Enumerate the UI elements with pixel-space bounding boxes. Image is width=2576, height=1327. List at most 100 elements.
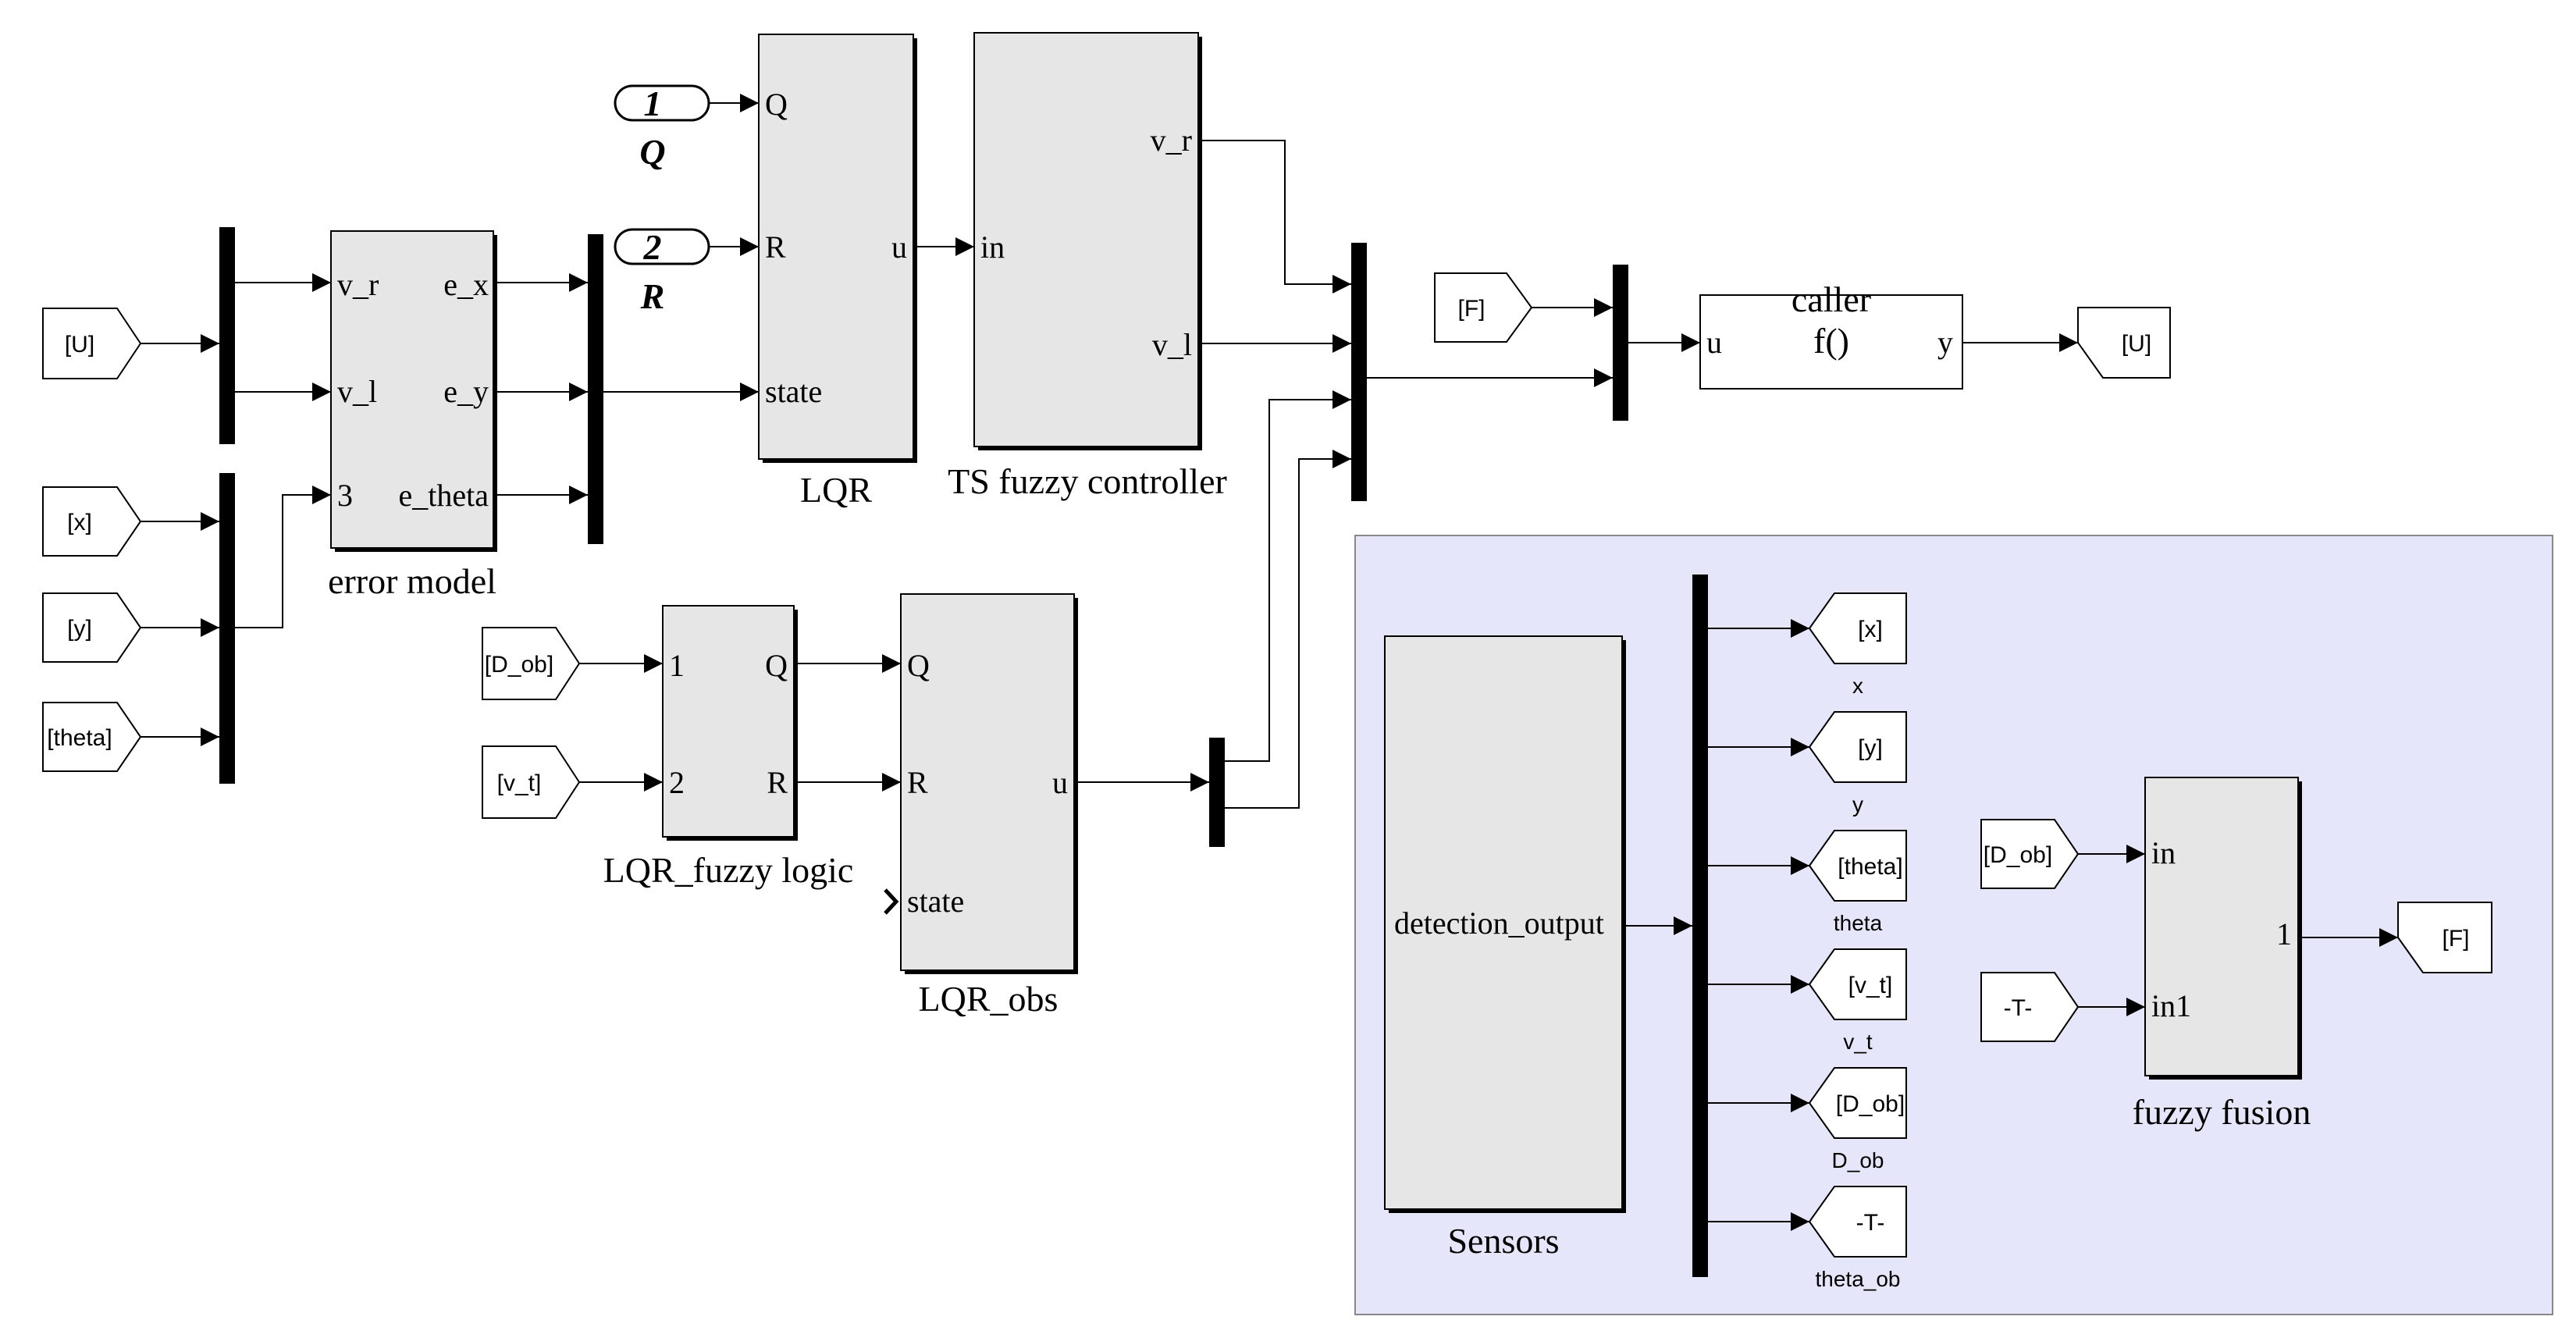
mux-caller-input[interactable] xyxy=(1613,265,1628,421)
error-model-out-ey: e_y xyxy=(443,374,489,409)
fuzzy-fusion-label: fuzzy fusion xyxy=(2133,1092,2311,1132)
goto-caption-theta-ob: theta_ob xyxy=(1816,1267,1901,1291)
fuzzy-fusion-out: 1 xyxy=(2276,916,2292,952)
svg-text:[v_t]: [v_t] xyxy=(497,770,542,796)
mux-x-y-theta[interactable] xyxy=(219,473,235,784)
lqr-in-state: state xyxy=(765,374,822,409)
svg-text:[D_ob]: [D_ob] xyxy=(485,652,553,678)
lqr-obs-in-r: R xyxy=(907,765,928,800)
svg-text:2: 2 xyxy=(643,227,662,267)
goto-caption-theta: theta xyxy=(1834,911,1883,935)
sensors-out-detection: detection_output xyxy=(1394,905,1604,941)
from-tag-f[interactable]: [F] xyxy=(1434,272,1533,343)
ts-fuzzy-out-vl: v_l xyxy=(1152,327,1192,362)
signal-lines xyxy=(141,94,2398,1231)
svg-text:1: 1 xyxy=(644,84,662,123)
svg-text:[theta]: [theta] xyxy=(47,725,112,751)
lqr-block[interactable]: Q R state u xyxy=(758,34,917,463)
goto-caption-x: x xyxy=(1852,674,1863,698)
lqr-fuzzy-in-2: 2 xyxy=(669,765,685,800)
error-model-out-ex: e_x xyxy=(443,267,489,302)
error-model-in-vl: v_l xyxy=(337,374,377,409)
svg-text:[x]: [x] xyxy=(67,510,92,535)
from-tag-y[interactable]: [y] xyxy=(42,592,142,663)
error-model-block[interactable]: v_r v_l 3 e_x e_y e_theta xyxy=(330,230,497,552)
mux-controls[interactable] xyxy=(1351,243,1367,501)
from-tag-x[interactable]: [x] xyxy=(42,486,142,557)
lqr-obs-state-unconnected-icon xyxy=(884,888,899,915)
fuzzy-fusion-block[interactable]: in in1 1 xyxy=(2144,777,2302,1080)
goto-caption-d-ob: D_ob xyxy=(1832,1148,1884,1172)
goto-tag-f[interactable]: [F] xyxy=(2397,902,2492,973)
svg-text:[U]: [U] xyxy=(2122,331,2151,357)
caller-in-u: u xyxy=(1706,325,1722,360)
goto-tag-u[interactable]: [U] xyxy=(2077,307,2171,379)
lqr-fuzzy-logic-block[interactable]: 1 2 Q R xyxy=(662,605,798,841)
from-tag-t[interactable]: -T- xyxy=(1980,972,2080,1042)
mux-vr-vl[interactable] xyxy=(219,227,235,444)
lqr-out-u: u xyxy=(891,229,907,265)
from-tag-u[interactable]: [U] xyxy=(42,308,142,379)
fuzzy-fusion-in1: in1 xyxy=(2151,988,2191,1023)
svg-text:[y]: [y] xyxy=(1858,735,1883,761)
from-tag-v-t[interactable]: [v_t] xyxy=(482,745,581,819)
lqr-fuzzy-logic-label: LQR_fuzzy logic xyxy=(603,850,854,890)
mux-errors[interactable] xyxy=(588,234,603,544)
svg-text:[y]: [y] xyxy=(67,616,92,642)
svg-text:[x]: [x] xyxy=(1858,617,1883,642)
caller-out-y: y xyxy=(1937,325,1953,360)
svg-text:[F]: [F] xyxy=(1458,296,1485,322)
lqr-label: LQR xyxy=(800,470,872,510)
svg-text:[theta]: [theta] xyxy=(1838,854,1902,880)
goto-tag-x[interactable]: [x] xyxy=(1808,592,1907,664)
constant-r[interactable]: 2 xyxy=(614,227,710,267)
sensors-label: Sensors xyxy=(1447,1221,1559,1261)
lqr-fuzzy-out-q: Q xyxy=(765,648,788,683)
svg-text:[D_ob]: [D_ob] xyxy=(1984,842,2052,868)
caller-title: caller xyxy=(1791,279,1871,319)
constant-q[interactable]: 1 xyxy=(614,84,710,123)
goto-tag-theta[interactable]: [theta] xyxy=(1808,830,1907,902)
sensors-block[interactable]: detection_output xyxy=(1384,635,1626,1213)
svg-text:-T-: -T- xyxy=(2004,995,2033,1021)
lqr-fuzzy-out-r: R xyxy=(767,765,788,800)
svg-text:[U]: [U] xyxy=(65,332,94,358)
constant-r-name: R xyxy=(640,276,665,316)
ts-fuzzy-controller-block[interactable]: in v_r v_l xyxy=(973,32,1202,450)
svg-text:-T-: -T- xyxy=(1856,1210,1885,1236)
from-tag-d-ob-fusion[interactable]: [D_ob] xyxy=(1980,819,2080,889)
error-model-in-3: 3 xyxy=(337,478,353,513)
goto-tag-t[interactable]: -T- xyxy=(1808,1186,1907,1258)
error-model-in-vr: v_r xyxy=(337,267,379,302)
goto-caption-y: y xyxy=(1852,792,1863,816)
from-tag-theta[interactable]: [theta] xyxy=(42,702,142,772)
fuzzy-fusion-in: in xyxy=(2151,835,2176,870)
svg-text:[F]: [F] xyxy=(2443,926,2470,952)
svg-text:[v_t]: [v_t] xyxy=(1848,973,1893,998)
goto-caption-v-t: v_t xyxy=(1843,1030,1873,1054)
svg-text:[D_ob]: [D_ob] xyxy=(1836,1091,1905,1117)
lqr-obs-in-state: state xyxy=(907,884,964,919)
goto-tag-d-ob[interactable]: [D_ob] xyxy=(1808,1067,1907,1139)
lqr-obs-label: LQR_obs xyxy=(919,979,1059,1019)
lqr-obs-in-q: Q xyxy=(907,648,930,683)
goto-tag-y[interactable]: [y] xyxy=(1808,711,1907,783)
goto-tag-v-t[interactable]: [v_t] xyxy=(1808,948,1907,1020)
lqr-fuzzy-in-1: 1 xyxy=(669,648,685,683)
ts-fuzzy-out-vr: v_r xyxy=(1151,123,1192,158)
ts-fuzzy-label: TS fuzzy controller xyxy=(948,461,1227,501)
lqr-in-r: R xyxy=(765,229,786,265)
lqr-obs-block[interactable]: Q R state u xyxy=(900,593,1078,974)
lqr-obs-out-u: u xyxy=(1052,765,1068,800)
demux-sensors[interactable] xyxy=(1692,575,1708,1277)
caller-func: f() xyxy=(1813,321,1849,361)
lqr-in-q: Q xyxy=(765,87,788,122)
constant-q-name: Q xyxy=(639,132,665,172)
ts-fuzzy-in: in xyxy=(980,229,1005,265)
error-model-out-etheta: e_theta xyxy=(399,478,489,513)
mux-lqr-obs-out[interactable] xyxy=(1209,738,1225,847)
caller-block[interactable]: caller u f() y xyxy=(1699,279,1963,390)
error-model-label: error model xyxy=(328,561,496,601)
from-tag-d-ob[interactable]: [D_ob] xyxy=(482,627,581,700)
